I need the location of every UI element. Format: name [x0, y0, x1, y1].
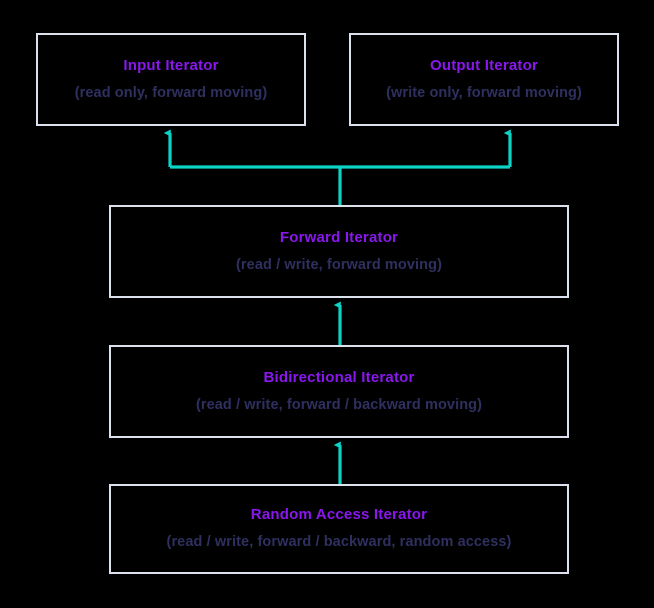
- node-title: Bidirectional Iterator: [263, 368, 415, 386]
- edge-forward-to-input-output: [163, 129, 512, 205]
- node-subtitle: (read / write, forward moving): [235, 256, 443, 273]
- node-random-access-iterator[interactable]: Random Access Iterator (read / write, fo…: [109, 484, 569, 574]
- node-title: Random Access Iterator: [250, 506, 428, 524]
- node-title: Output Iterator: [430, 56, 538, 74]
- node-title: Input Iterator: [123, 56, 219, 74]
- node-subtitle: (read only, forward moving): [74, 84, 268, 101]
- node-title: Forward Iterator: [279, 228, 399, 246]
- node-subtitle: (write only, forward moving): [386, 84, 582, 101]
- node-bidirectional-iterator[interactable]: Bidirectional Iterator (read / write, fo…: [109, 345, 569, 438]
- node-subtitle: (read / write, forward / backward, rando…: [166, 534, 512, 551]
- node-input-iterator[interactable]: Input Iterator (read only, forward movin…: [36, 33, 306, 126]
- node-output-iterator[interactable]: Output Iterator (write only, forward mov…: [349, 33, 619, 126]
- node-subtitle: (read / write, forward / backward moving…: [195, 396, 483, 413]
- node-forward-iterator[interactable]: Forward Iterator (read / write, forward …: [109, 205, 569, 298]
